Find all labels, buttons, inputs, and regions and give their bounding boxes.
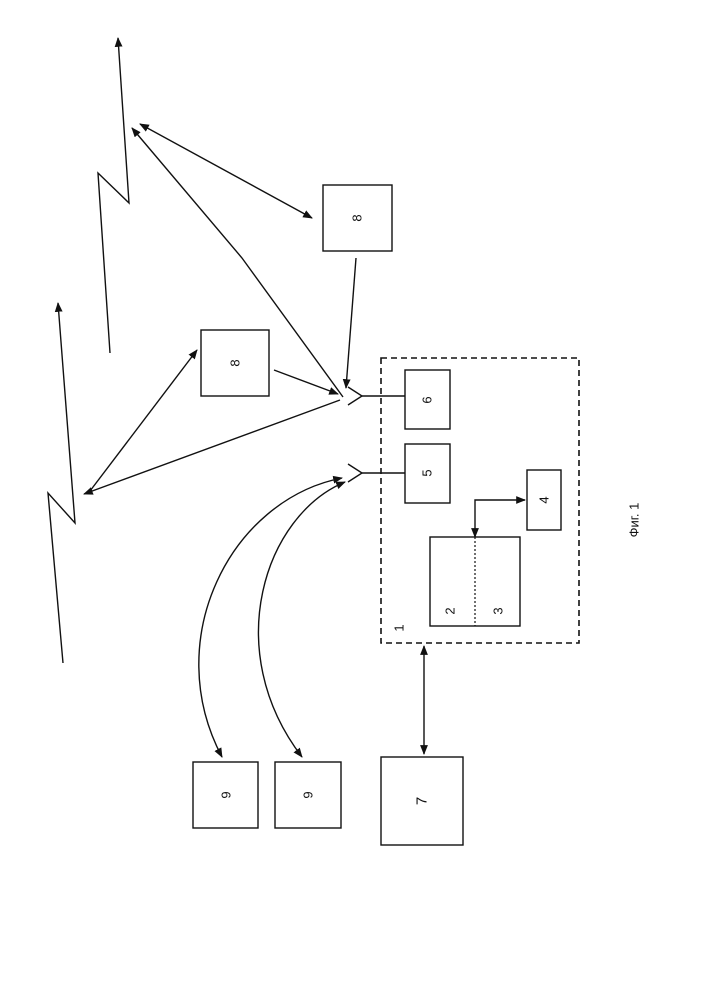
terminal-b-label: 9 [301, 791, 316, 798]
relay-a-label: 8 [228, 359, 243, 366]
block-4-label: 4 [537, 496, 552, 503]
lightning-symbol-right [98, 38, 129, 353]
link-antenna-to-lightning-left [84, 400, 340, 494]
block-4: 4 [527, 470, 561, 530]
block-7-label: 7 [414, 797, 431, 805]
link-relay-a-to-antenna [274, 370, 338, 394]
block-7: 7 [381, 757, 463, 845]
terminal-box-a: 9 [193, 762, 258, 828]
terminal-box-b: 9 [275, 762, 341, 828]
link-block-3-to-block-4 [475, 500, 525, 537]
lightning-symbol-left [48, 303, 75, 663]
part-3-label: 3 [491, 607, 506, 614]
block-2-3: 2 3 [430, 537, 520, 626]
link-antenna-to-terminal-b [258, 482, 345, 757]
block-6-label: 6 [420, 396, 435, 403]
relay-box-b: 8 [323, 185, 392, 251]
relay-b-label: 8 [350, 214, 365, 221]
relay-box-a: 8 [201, 330, 269, 396]
part-2-label: 2 [443, 607, 458, 614]
link-lightning-to-relay-b [140, 124, 312, 218]
system-unit-label: 1 [392, 624, 407, 631]
block-5-label: 5 [420, 469, 435, 476]
block-5: 5 [405, 444, 450, 503]
antenna-upper [348, 387, 405, 405]
link-antenna-to-terminal-a [199, 478, 342, 757]
link-relay-b-to-antenna [346, 258, 356, 388]
block-6: 6 [405, 370, 450, 429]
link-lightning-to-relay-a [90, 350, 197, 491]
terminal-a-label: 9 [219, 791, 234, 798]
figure-caption: Фиг. 1 [627, 503, 642, 538]
antenna-lower [348, 464, 405, 482]
